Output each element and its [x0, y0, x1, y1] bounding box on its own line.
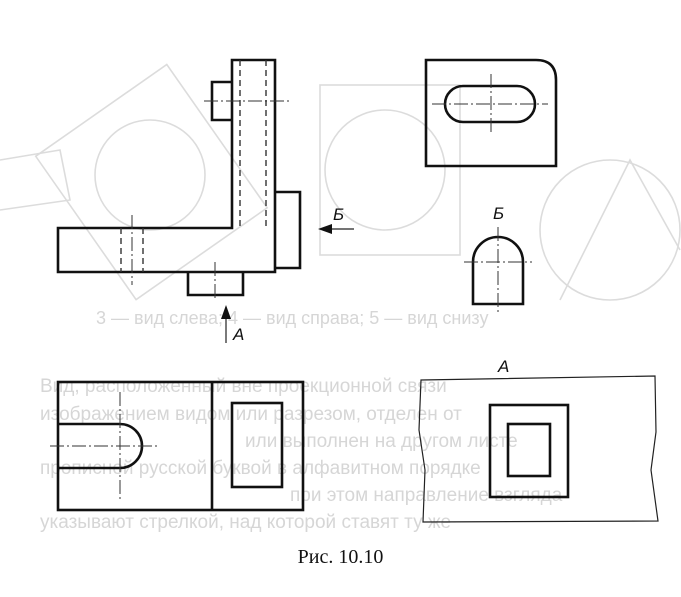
view-b-arrow-label: Б [333, 205, 344, 224]
view-a-arrow: А [221, 305, 244, 344]
bleed-line-1: 3 — вид слева; 4 — вид справа; 5 — вид с… [96, 308, 488, 328]
bleed-line-5: прописной русской буквой в алфавитном по… [40, 458, 481, 479]
bleed-line-3: изображением видом или разрезом, отделен… [40, 404, 462, 425]
main-view [56, 58, 302, 300]
figure-caption: Рис. 10.10 [297, 546, 384, 568]
bottom-left-view [50, 380, 305, 512]
top-right-view [424, 58, 558, 168]
bleed-through: 3 — вид слева; 4 — вид справа; 5 — вид с… [0, 63, 681, 533]
bleed-line-6: при этом направление взгляда [290, 485, 563, 506]
view-a-arrow-label: А [232, 325, 244, 344]
bleed-line-4: или выполнен на другом листе [245, 431, 518, 452]
bleed-line-7: указывают стрелкой, над которой ставят т… [40, 512, 451, 533]
view-a-title: А [497, 357, 509, 376]
bleed-line-2: Вид, расположенный вне проекционной связ… [40, 376, 447, 397]
view-b-title: Б [493, 204, 504, 223]
local-view-b: Б [464, 204, 532, 312]
view-b-arrow: Б [318, 205, 354, 234]
local-view-a: А [418, 357, 659, 523]
